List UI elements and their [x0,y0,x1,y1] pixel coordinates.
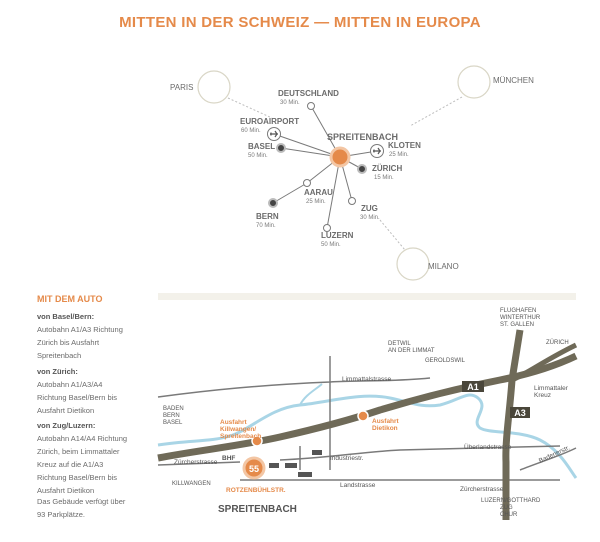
aarau-node [303,179,311,187]
basel-label: BASEL [248,142,275,151]
paris-label: PARIS [170,83,193,92]
route-zug-luzern: von Zug/Luzern: Autobahn A14/A4 Richtung… [37,419,157,497]
note-line: Das Gebäude verfügt über [37,497,126,506]
plane-icon-euroairport [267,127,281,141]
route-line: Ausfahrt Dietikon [37,406,95,415]
luzern-time: 50 Min. [321,242,341,248]
kloten-time: 25 Min. [389,152,409,158]
label-rotzenbuehl: ROTZENBÜHLSTR. [226,485,286,494]
label-zuercherstrasse-right: Zürcherstrasse [460,486,504,493]
label-detwil-2: AN DER LIMMAT [388,348,435,354]
spreitenbach-label: SPREITENBACH [327,132,398,142]
label-baden-3: BASEL [163,420,183,426]
building-marker [242,456,266,480]
exit-spreitenbach-marker [251,435,263,447]
label-luzern-1: LUZERN/GOTTHARD [481,498,541,504]
label-badenerstr: Badenerstr. [538,444,571,464]
exit-dietikon-marker [357,410,369,422]
route-line: Spreitenbach [37,351,82,360]
page-title: MITTEN IN DER SCHWEIZ — MITTEN IN EUROPA [119,14,481,31]
route-head: von Basel/Bern: [37,312,95,321]
euroairport-label: EUROAIRPORT [240,117,299,126]
route-line: Zürich bis Ausfahrt [37,338,100,347]
zuerich-time: 15 Min. [374,175,394,181]
route-line: Kreuz auf die A1/A3 [37,460,104,469]
label-ausfahrt-spreitenbach-2: Killwangen/ [220,426,256,433]
zuerich-node [357,164,367,174]
plane-icon-kloten [370,144,384,158]
label-bhf: BHF [222,455,235,462]
label-landstrasse: Landstrasse [340,482,376,489]
label-spreitenbach-map: SPREITENBACH [218,504,297,515]
spreitenbach-node [329,146,351,168]
label-killwangen: KILLWANGEN [172,481,211,487]
basel-node [276,143,286,153]
label-luzern-3: CHUR [500,512,518,518]
route-line: Autobahn A14/A4 Richtung [37,434,128,443]
zug-node [348,197,356,205]
label-ausfahrt-dietikon-1: Ausfahrt [372,418,400,425]
kloten-label: KLOTEN [388,141,421,150]
label-baden-1: BADEN [163,406,184,412]
a3-label: A3 [514,408,526,418]
zug-time: 30 Min. [360,215,380,221]
route-line: Richtung Basel/Bern bis [37,473,118,482]
label-ausfahrt-spreitenbach-1: Ausfahrt [220,419,248,426]
label-kreuz-2: Kreuz [534,392,551,399]
bern-label: BERN [256,212,279,221]
route-zuerich: von Zürich: Autobahn A1/A3/A4 Richtung B… [37,365,157,417]
a3-shield: A3 [510,407,530,418]
route-line: Autobahn A1/A3 Richtung [37,325,123,334]
route-line: Autobahn A1/A3/A4 [37,380,103,389]
label-flughafen-1: FLUGHAFEN [500,308,536,314]
label-zuerich: ZÜRICH [546,339,569,346]
bern-node [268,198,278,208]
paris-circle [197,70,231,104]
aarau-label: AARAU [304,188,333,197]
note-line: 93 Parkplätze. [37,510,85,519]
aarau-time: 25 Min. [306,199,326,205]
label-ausfahrt-dietikon-2: Dietikon [372,425,398,432]
label-baden-2: BERN [163,413,180,419]
label-flughafen-3: ST. GALLEN [500,322,534,328]
euroairport-time: 60 Min. [241,128,261,134]
route-head: von Zürich: [37,367,78,376]
network-diagram: PARIS MÜNCHEN MILANO DEUTSCHLAND 30 Min.… [170,65,534,281]
milano-label: MILANO [428,262,459,271]
luzern-node [323,224,331,232]
label-luzern-2: ZUG [500,505,513,511]
building-number: 55 [249,464,259,474]
deutschland-label: DEUTSCHLAND [278,89,339,98]
label-ueberlandstrasse: Überlandstrasse [464,443,512,451]
label-flughafen-2: WINTERTHUR [500,315,541,321]
auto-heading: MIT DEM AUTO [37,294,103,304]
label-industriestr: Industriestr. [330,455,364,462]
muenchen-circle [457,65,491,99]
route-head: von Zug/Luzern: [37,421,96,430]
a1-label: A1 [467,382,479,392]
parking-note: Das Gebäude verfügt über 93 Parkplätze. [37,495,157,521]
label-zuercherstrasse-left: Zürcherstrasse [174,459,218,466]
a1-shield: A1 [462,381,484,392]
label-ausfahrt-spreitenbach-3: Spreitenbach [220,433,261,440]
zuerich-label: ZÜRICH [372,164,402,173]
label-limmattalstrasse: Limmattalstrasse [342,376,392,383]
route-basel-bern: von Basel/Bern: Autobahn A1/A3 Richtung … [37,310,157,362]
label-geroldswil: GEROLDSWIL [425,358,466,364]
milano-circle [396,247,430,281]
route-line: Ausfahrt Dietikon [37,486,95,495]
label-kreuz-1: Limmattaler [534,385,569,392]
route-line: Richtung Basel/Bern bis [37,393,118,402]
muenchen-label: MÜNCHEN [493,76,534,85]
luzern-label: LUZERN [321,231,354,240]
deutschland-node [307,102,315,110]
label-detwil-1: DETWIL [388,341,411,347]
bern-time: 70 Min. [256,223,276,229]
basel-time: 50 Min. [248,153,268,159]
route-line: Zürich, beim Limmattaler [37,447,120,456]
deutschland-time: 30 Min. [280,100,300,106]
zug-label: ZUG [361,204,378,213]
